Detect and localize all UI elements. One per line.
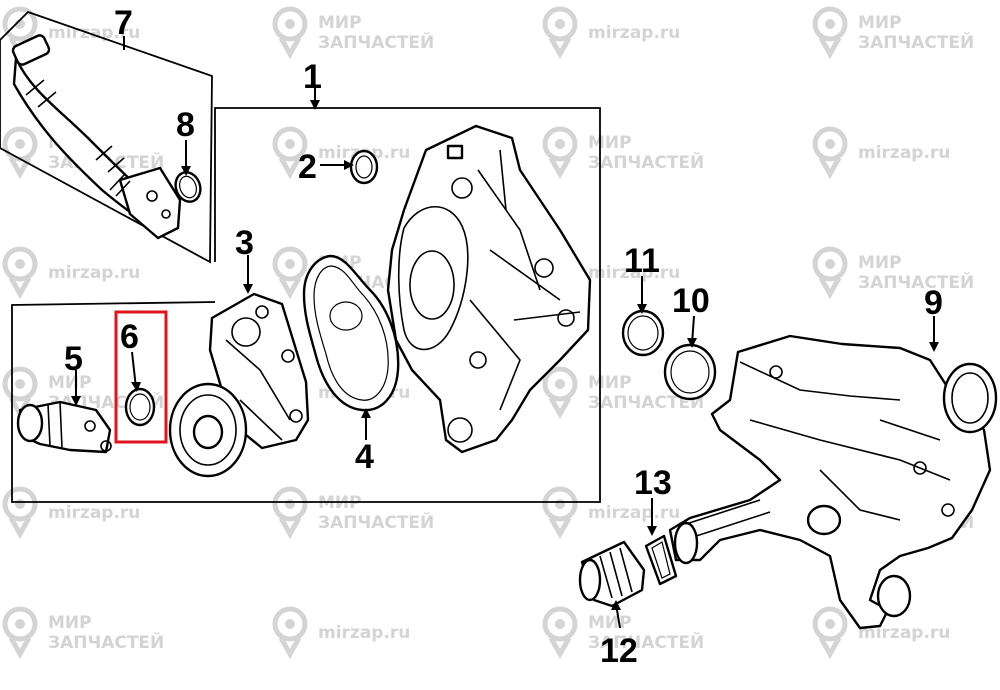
connector-part-5[interactable] bbox=[16, 400, 112, 454]
bellows-connector-part-12[interactable] bbox=[578, 540, 646, 608]
watermark-brand-line1: МИР bbox=[858, 13, 902, 33]
watermark-brand-line1: МИР bbox=[318, 13, 362, 33]
watermark-brand-line2: ЗАПЧАСТЕЙ bbox=[858, 31, 974, 53]
watermark-pin-icon bbox=[275, 489, 305, 534]
watermark-brand-line1: МИР bbox=[588, 373, 632, 393]
watermark-site: mirzap.ru bbox=[48, 263, 140, 283]
watermark-tile: mirzap.ru bbox=[545, 9, 680, 54]
watermark-tile: mirzap.ru bbox=[5, 489, 140, 534]
watermark-pin-icon bbox=[545, 369, 575, 414]
watermark-brand-line2: ЗАПЧАСТЕЙ bbox=[48, 631, 164, 653]
callout-10: 10 bbox=[672, 282, 710, 320]
part-6-highlight-frame bbox=[114, 310, 168, 444]
callout-8: 8 bbox=[176, 106, 195, 144]
arrowheads bbox=[71, 100, 939, 610]
callout-2: 2 bbox=[298, 148, 317, 186]
watermark-tile: mirzap.ru bbox=[275, 609, 410, 654]
callout-labels: 1 2 3 4 5 6 7 8 9 10 11 12 13 bbox=[64, 4, 943, 670]
watermark-pin-icon bbox=[815, 129, 845, 174]
watermark-pin-icon bbox=[5, 129, 35, 174]
watermark-pin-icon bbox=[815, 609, 845, 654]
callout-7: 7 bbox=[114, 4, 133, 42]
watermark-tile: mirzap.ru bbox=[545, 249, 680, 294]
watermark-pin-icon bbox=[275, 9, 305, 54]
watermark-brand-line2: ЗАПЧАСТЕЙ bbox=[318, 511, 434, 533]
pump-housing-part-1[interactable] bbox=[386, 124, 592, 454]
o-ring-part-6[interactable] bbox=[124, 387, 156, 427]
watermark-tile: mirzap.ru bbox=[815, 129, 950, 174]
callout-11: 11 bbox=[624, 242, 660, 280]
callout-12: 12 bbox=[600, 632, 638, 670]
watermark-brand-line2: ЗАПЧАСТЕЙ bbox=[588, 391, 704, 413]
watermark-pin-icon bbox=[815, 9, 845, 54]
pump-assembly-frame bbox=[11, 107, 601, 503]
watermark-site: mirzap.ru bbox=[588, 23, 680, 43]
watermark-site: mirzap.ru bbox=[588, 263, 680, 283]
gasket-part-13[interactable] bbox=[644, 534, 678, 586]
hose-assembly-frame bbox=[0, 10, 213, 264]
watermark-pin-icon bbox=[275, 249, 305, 294]
watermark-pin-icon bbox=[5, 489, 35, 534]
watermark-brand-line1: МИР bbox=[588, 133, 632, 153]
callout-5: 5 bbox=[64, 340, 83, 378]
callout-3: 3 bbox=[235, 224, 254, 262]
callout-1: 1 bbox=[303, 58, 322, 96]
watermark-brand-line1: МИР bbox=[48, 613, 92, 633]
watermark-site: mirzap.ru bbox=[48, 23, 140, 43]
watermark-brand-line2: ЗАПЧАСТЕЙ bbox=[588, 631, 704, 653]
watermark-pin-icon bbox=[815, 249, 845, 294]
water-pump-part-3[interactable] bbox=[168, 292, 310, 478]
seal-ring-part-11[interactable] bbox=[621, 309, 665, 357]
gasket-part-4[interactable] bbox=[302, 254, 400, 412]
coolant-hose-part-7[interactable] bbox=[11, 34, 182, 240]
thermostat-housing-part-9[interactable] bbox=[668, 334, 998, 630]
watermark-site: mirzap.ru bbox=[858, 143, 950, 163]
watermark-pin-icon bbox=[5, 249, 35, 294]
callout-6: 6 bbox=[120, 318, 139, 356]
watermark-tile: mirzap.ru bbox=[815, 609, 950, 654]
watermark-brand-line2: ЗАПЧАСТЕЙ bbox=[858, 271, 974, 293]
watermark-pin-icon bbox=[275, 609, 305, 654]
watermark-pin-icon bbox=[545, 9, 575, 54]
watermark-tile: mirzap.ru bbox=[275, 129, 410, 174]
watermark-pin-icon bbox=[545, 129, 575, 174]
callout-4: 4 bbox=[355, 438, 374, 476]
watermark-pin-icon bbox=[545, 489, 575, 534]
watermark-site: mirzap.ru bbox=[858, 623, 950, 643]
callout-13: 13 bbox=[634, 464, 672, 502]
watermark-site: mirzap.ru bbox=[48, 503, 140, 523]
watermark-site: mirzap.ru bbox=[318, 623, 410, 643]
watermark-brand-line2: ЗАПЧАСТЕЙ bbox=[318, 31, 434, 53]
watermark-tile: mirzap.ru bbox=[5, 249, 140, 294]
watermark-brand-line1: МИР bbox=[858, 253, 902, 273]
watermark-brand-line2: ЗАПЧАСТЕЙ bbox=[588, 151, 704, 173]
watermark-site: mirzap.ru bbox=[588, 503, 680, 523]
o-ring-part-8[interactable] bbox=[172, 169, 205, 205]
watermark-brand-line1: МИР bbox=[318, 493, 362, 513]
callout-9: 9 bbox=[924, 284, 943, 322]
watermark-pin-icon bbox=[5, 609, 35, 654]
watermark-pin-icon bbox=[545, 609, 575, 654]
watermark-brand-line1: МИР bbox=[48, 373, 92, 393]
watermark-tile: mirzap.ru bbox=[5, 9, 140, 54]
seal-ring-part-2[interactable] bbox=[349, 149, 379, 185]
seal-ring-part-10[interactable] bbox=[663, 343, 717, 401]
watermark-brand-line1: МИР bbox=[588, 613, 632, 633]
watermark-tile: mirzap.ru bbox=[545, 489, 680, 534]
